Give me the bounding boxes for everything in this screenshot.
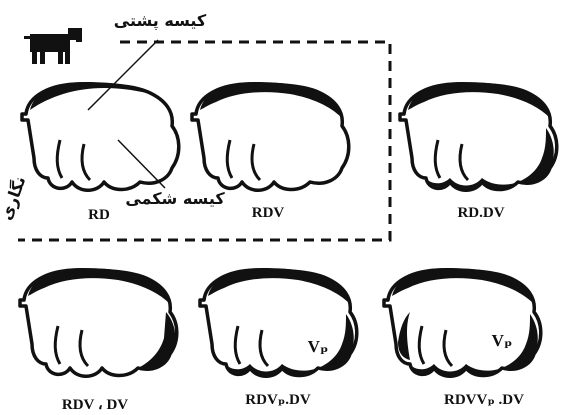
panel-label-5: RDVₚ.DV: [245, 392, 311, 408]
reticulum-label: نگاری: [0, 174, 29, 223]
vp-marker-panel-5: Vₚ: [308, 337, 329, 356]
panel-label-3: RD.DV: [457, 205, 504, 221]
vp-marker-panel-6: Vₚ: [492, 331, 513, 350]
rumen-panel-rdv: [192, 82, 349, 190]
dorsal-sac-label: کیسه پشتی: [114, 11, 207, 31]
panel-label-1: RD: [88, 207, 110, 223]
ventral-sac-label: کیسه شکمی: [125, 189, 225, 208]
panel-label-6: RDVVₚ .DV: [444, 392, 524, 408]
rumen-panel-rdvp-dv: [200, 268, 357, 376]
panel-label-4: RDV ، DV: [62, 397, 128, 413]
rumen-panel-rd-dv: [400, 82, 557, 190]
rumen-panel-rdvvp-dv: [384, 268, 541, 376]
panel-label-2: RDV: [252, 205, 285, 221]
cow-icon: [24, 28, 82, 64]
rumen-panel-rdv-dv: [20, 268, 177, 376]
